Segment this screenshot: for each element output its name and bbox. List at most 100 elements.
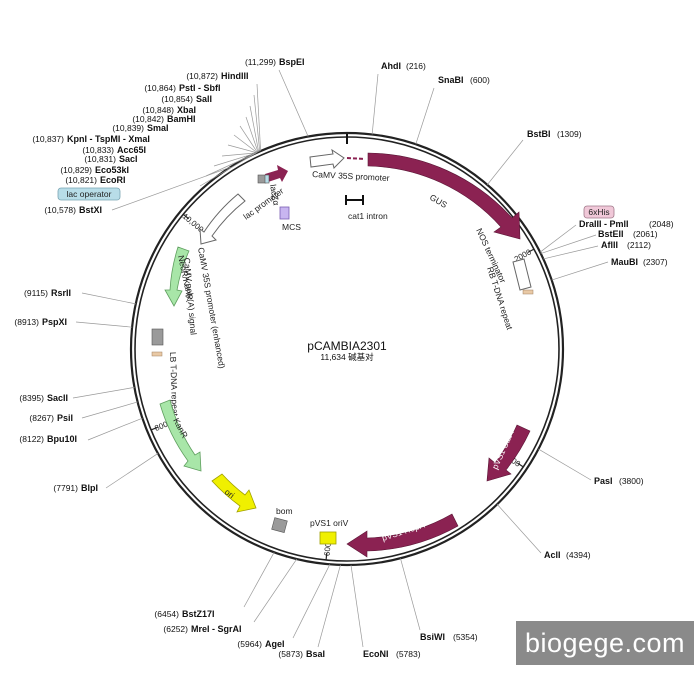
feature-gus-label: GUS (428, 192, 449, 210)
feature-camv-enh-label: CaMV 35S promoter (enhanced) (196, 247, 227, 370)
site-acc65i[interactable]: Acc65I (117, 145, 146, 155)
site-leader-line (487, 139, 524, 185)
feature-pvs1-staa-arrow[interactable] (486, 424, 531, 482)
feature-camv-enh-arrow[interactable] (199, 193, 246, 245)
site-leader-line (350, 564, 364, 648)
site-pasi[interactable]: PasI (594, 476, 613, 486)
feature-lb-small (151, 351, 163, 357)
site-aflii-pos: (2112) (627, 240, 651, 250)
site-bspei[interactable]: BspEI (279, 57, 305, 67)
site-aflii[interactable]: AflII (601, 240, 618, 250)
site-bstbi-pos: (1309) (557, 129, 582, 139)
feature-lacop-tag[interactable] (57, 187, 121, 201)
feature-laczalpha-arrow[interactable] (265, 165, 288, 182)
feature-kanr-arrow[interactable] (159, 399, 202, 472)
site-acli[interactable]: AclI (544, 550, 561, 560)
site-snabi[interactable]: SnaBI (438, 75, 464, 85)
site-bsiwi-pos: (5354) (453, 632, 478, 642)
site-psii-pos: (8267) (29, 413, 54, 423)
site-sali-pos: (10,854) (161, 94, 193, 104)
plasmid-size: 11,634 碱基对 (320, 352, 374, 362)
feature-pvs1-repa-arrow[interactable] (346, 513, 459, 558)
site-smai[interactable]: SmaI (147, 123, 169, 133)
site-maubi-pos: (2307) (643, 257, 668, 267)
site-bsiwi[interactable]: BsiWI (420, 632, 445, 642)
site-bamhi-pos: (10,842) (132, 114, 164, 124)
feature-cat1-label: cat1 intron (348, 211, 388, 221)
site-leader-line (81, 401, 138, 419)
site-eco53ki-pos: (10,829) (60, 165, 92, 175)
site-bamhi[interactable]: BamHI (167, 114, 196, 124)
feature-neor-arrow[interactable] (164, 246, 190, 307)
site-bstxi-pos: (10,578) (44, 205, 76, 215)
site-mrei[interactable]: MreI - SgrAI (191, 624, 242, 634)
site-leader-line (317, 564, 341, 648)
site-psti[interactable]: PstI - SbfI (179, 83, 221, 93)
site-psti-pos: (10,864) (144, 83, 176, 93)
feature-bom-box[interactable] (271, 517, 288, 533)
site-kpni-pos: (10,837) (32, 134, 64, 144)
site-leader-line (371, 73, 379, 135)
feature-bom-label: bom (276, 506, 293, 516)
site-leader-line (213, 152, 257, 167)
feature-camv-polya-label: CaMV poly(A) signal (182, 257, 199, 335)
feature-camv35s-dash (346, 157, 366, 160)
feature-camv35s-arrow[interactable] (309, 148, 345, 169)
site-leader-line (245, 116, 259, 153)
site-leader-line (249, 105, 260, 152)
site-sali[interactable]: SalI (196, 94, 212, 104)
feature-pvs1-oriv-box[interactable] (319, 531, 337, 545)
site-xbai[interactable]: XbaI (177, 105, 196, 115)
site-maubi[interactable]: MauBI (611, 257, 638, 267)
site-leader-line (221, 152, 257, 157)
site-bsteii-pos: (2061) (633, 229, 658, 239)
feature-mcs-label: MCS (282, 222, 301, 232)
site-draiii[interactable]: DraIII - PmlI (579, 219, 629, 229)
site-eco53ki[interactable]: Eco53kI (95, 165, 129, 175)
feature-gus-arrow[interactable] (367, 152, 521, 240)
site-leader-line (111, 166, 231, 211)
restriction-sites-right: AhdI (216) SnaBI (600) BstBI (1309) DraI… (363, 61, 674, 659)
site-ecori[interactable]: EcoRI (100, 175, 126, 185)
site-ahdi-pos: (216) (406, 61, 426, 71)
site-blpi[interactable]: BlpI (81, 483, 98, 493)
site-leader-line (292, 564, 331, 639)
site-bsai[interactable]: BsaI (306, 649, 325, 659)
site-econi[interactable]: EcoNI (363, 649, 389, 659)
site-pspxi-pos: (8913) (14, 317, 39, 327)
site-leader-line (278, 69, 309, 137)
site-kpni[interactable]: KpnI - TspMI - XmaI (67, 134, 150, 144)
feature-rb-box[interactable] (522, 289, 534, 295)
site-bstxi[interactable]: BstXI (79, 205, 102, 215)
site-pspxi[interactable]: PspXI (42, 317, 67, 327)
feature-nos-box[interactable] (512, 258, 532, 291)
site-leader-line (496, 504, 542, 554)
feature-lb-box[interactable] (151, 328, 164, 346)
site-saci[interactable]: SacI (119, 154, 138, 164)
site-leader-line (539, 224, 577, 253)
site-econi-pos: (5783) (396, 649, 421, 659)
site-bpu10i[interactable]: Bpu10I (47, 434, 77, 444)
site-leader-line (105, 453, 159, 489)
feature-mcs-box[interactable] (279, 206, 290, 220)
site-rsrii-pos: (9115) (24, 288, 48, 298)
features: CaMV 35S promoter GUS cat1 intron NOS te… (57, 148, 615, 558)
site-bstz17i[interactable]: BstZ17I (182, 609, 215, 619)
site-sacii[interactable]: SacII (47, 393, 68, 403)
site-bstbi[interactable]: BstBI (527, 129, 551, 139)
feature-his-tag[interactable] (583, 205, 615, 219)
site-bsteii[interactable]: BstEII (598, 229, 624, 239)
site-agei-pos: (5964) (237, 639, 262, 649)
site-bsai-pos: (5873) (278, 649, 303, 659)
site-pasi-pos: (3800) (619, 476, 644, 486)
site-agei[interactable]: AgeI (265, 639, 285, 649)
feature-ori-arrow[interactable] (211, 473, 257, 513)
site-hindiii[interactable]: HindIII (221, 71, 249, 81)
site-leader-line (253, 94, 261, 152)
site-ahdi[interactable]: AhdI (381, 61, 401, 71)
tick-mark (527, 248, 535, 253)
feature-pvs1-oriv-label: pVS1 oriV (310, 518, 349, 528)
site-psii[interactable]: PsiI (57, 413, 73, 423)
site-rsrii[interactable]: RsrII (51, 288, 71, 298)
